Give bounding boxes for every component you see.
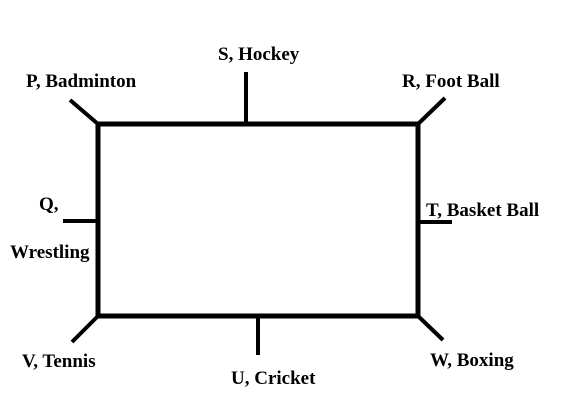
label-u-cricket: U, Cricket [231,368,316,389]
label-q-wrestling: Wrestling [10,242,90,263]
label-s-hockey: S, Hockey [218,44,300,65]
connector-line-r [416,96,447,126]
label-w-boxing: W, Boxing [430,350,514,371]
label-q-letter: Q, [39,194,59,215]
label-p-badminton: P, Badminton [26,71,137,92]
table-rectangle [95,121,421,319]
connector-line-w [416,314,445,342]
connector-line-p [68,98,100,126]
connector-line-v [70,314,100,344]
label-t-basketball: T, Basket Ball [426,200,539,221]
label-r-football: R, Foot Ball [402,71,500,92]
label-v-tennis: V, Tennis [22,351,96,372]
